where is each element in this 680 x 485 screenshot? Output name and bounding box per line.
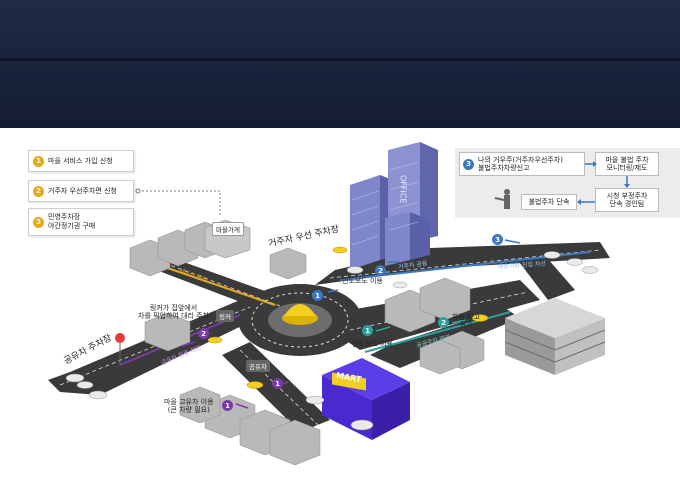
shop-sign: 마을가게 [212, 222, 244, 236]
banner-stripe [0, 58, 680, 61]
office-towers [350, 142, 438, 270]
service-lane-strip [149, 261, 276, 306]
enforce-box: 불법주차 단속 [521, 194, 577, 210]
linker-tag: 링커 [216, 310, 234, 322]
mart-side [372, 382, 410, 440]
tower-low-front [385, 212, 410, 266]
legend-text: 거주자 우선주차면 신청 [48, 186, 117, 195]
marker-purple-2: 2 [198, 328, 209, 339]
stop-sign [115, 333, 125, 343]
parking-garage [504, 298, 606, 375]
house [419, 339, 461, 375]
marker-purple-1b: 1 [222, 400, 233, 411]
flow-number: 3 [463, 158, 474, 170]
sidewalk-label-1: 인도보도 이용 [342, 277, 383, 285]
tower-front [350, 175, 380, 270]
house [269, 419, 321, 466]
legend-item-2: 2 거주자 우선주차면 신청 [28, 180, 134, 202]
marker-teal-2: 2 [438, 317, 449, 328]
header-banner [0, 0, 680, 128]
marker-purple-1a: 1 [272, 378, 283, 389]
cars [65, 251, 599, 431]
legend-number: 2 [33, 185, 44, 197]
village-carshare-note: 마을 고유차 이용(큰 차량 필요) [164, 398, 214, 415]
house [179, 386, 221, 424]
yellow-cars [207, 246, 489, 389]
garage-front [505, 318, 555, 375]
report-box: 3 나의 거우주(거주자우선주차)불법주차차량신고 [459, 152, 585, 176]
marker-blue-3: 3 [492, 234, 503, 245]
dome [284, 304, 316, 316]
house [144, 312, 191, 352]
marker-blue-2: 2 [375, 265, 386, 276]
carshare-tag: 공유차 [246, 360, 270, 372]
legend-item-1: 1 마을 서비스 가입 신청 [28, 150, 134, 172]
house [419, 277, 471, 321]
office-label: OFFICE [398, 175, 408, 204]
legend-number: 3 [33, 216, 44, 228]
marker-teal-1: 1 [362, 325, 373, 336]
road-right [510, 250, 575, 300]
roundabout-marks [251, 292, 349, 348]
legend-number: 1 [33, 155, 44, 167]
tower-tall-side [420, 142, 438, 240]
tower-low-side [410, 212, 430, 260]
garage-top [505, 298, 605, 338]
flow-arrows [494, 161, 630, 209]
legend-connector [138, 190, 221, 215]
garage-side [555, 318, 605, 375]
house [269, 247, 307, 280]
legend-text: 마을 서비스 가입 신청 [48, 156, 113, 165]
mart-sign [332, 372, 366, 391]
marker-blue-1: 1 [312, 290, 323, 301]
sidewalk-label-2: 인도보도 이용 [352, 340, 393, 348]
